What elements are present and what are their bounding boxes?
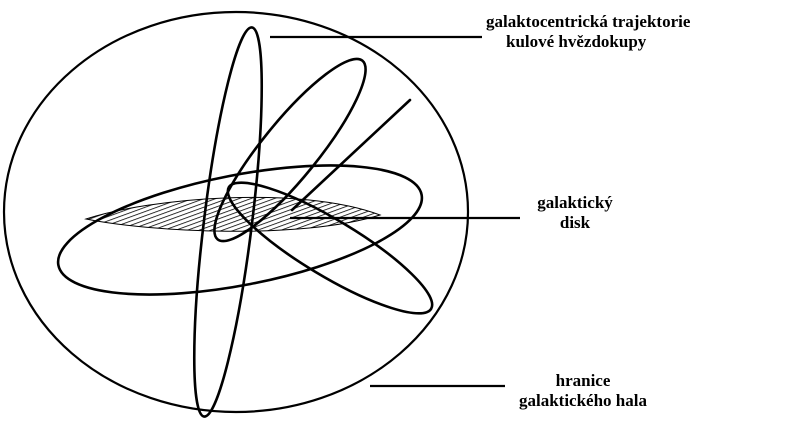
halo-label-line1: hranice (488, 371, 678, 391)
halo-label-line2: galaktického hala (488, 391, 678, 411)
trajectory-label-line1: galaktocentrická trajektorie (486, 12, 690, 32)
trajectory-label: galaktocentrická trajektorie kulové hvěz… (486, 12, 690, 52)
disk-label: galaktický disk (520, 193, 630, 233)
halo-label: hranice galaktického hala (488, 371, 678, 411)
disk-label-line1: galaktický (520, 193, 630, 213)
disk-label-line2: disk (520, 213, 630, 233)
trajectory-label-line2: kulové hvězdokupy (486, 32, 690, 52)
